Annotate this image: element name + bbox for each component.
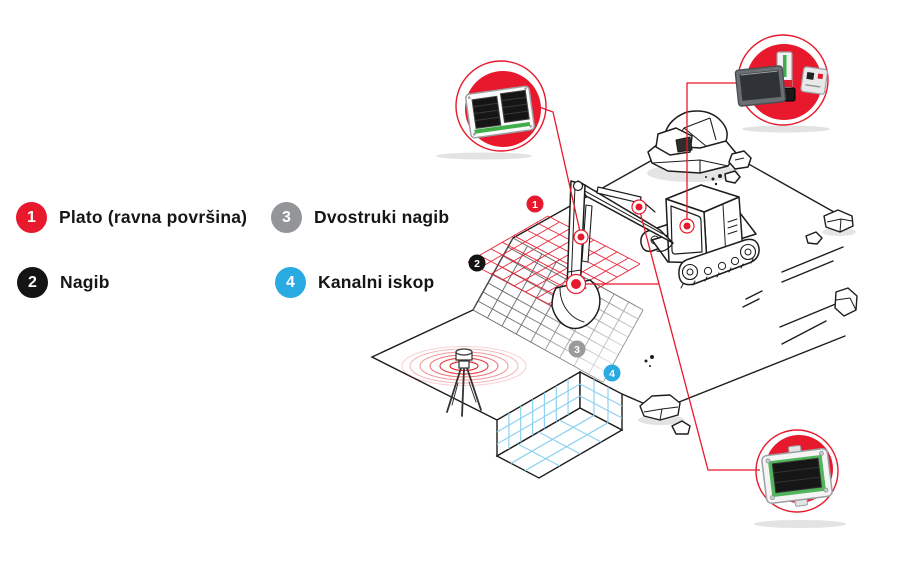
legend-badge-3: 3 <box>271 202 302 233</box>
legend-badge-2: 2 <box>17 267 48 298</box>
legend-label-nagib: Nagib <box>60 272 110 292</box>
callout-dual-laser-receiver <box>436 60 547 160</box>
rotating-laser-tripod-icon <box>446 348 482 417</box>
svg-text:1: 1 <box>532 199 538 211</box>
legend-label-kanalni-iskop: Kanalni iskop <box>318 272 435 292</box>
rock-pile-icon <box>647 110 752 186</box>
marker-1: 1 <box>526 195 544 213</box>
marker-3: 3 <box>568 340 586 358</box>
diagram-markers: 1 2 3 4 <box>468 195 621 382</box>
junction-box-device-icon <box>800 66 829 95</box>
legend-item-plato: 1 Plato (ravna površina) <box>16 202 247 233</box>
callout-control-display <box>734 34 830 133</box>
excavator-icon <box>551 180 760 330</box>
legend-item-dvostruki-nagib: 3 Dvostruki nagib <box>271 202 449 233</box>
marker-2: 2 <box>468 254 486 272</box>
legend-item-kanalni-iskop: 4 Kanalni iskop <box>275 267 434 298</box>
callout-slope-sensor <box>754 429 846 528</box>
legend-item-nagib: 2 Nagib <box>17 267 110 298</box>
legend-badge-1: 1 <box>16 202 47 233</box>
slope-sensor-device-icon <box>761 445 833 507</box>
sensor-point-markers <box>565 199 695 295</box>
legend-label-plato: Plato (ravna površina) <box>59 207 248 227</box>
svg-text:2: 2 <box>474 258 480 270</box>
legend-badge-4: 4 <box>275 267 306 298</box>
rocks-icon <box>638 209 858 435</box>
machine-display-device-icon <box>734 65 787 107</box>
svg-text:3: 3 <box>574 344 580 356</box>
dual-laser-receiver-device-icon <box>465 85 535 139</box>
trench-grid <box>496 378 623 472</box>
marker-4: 4 <box>603 364 621 382</box>
legend-label-dvostruki-nagib: Dvostruki nagib <box>314 207 450 227</box>
trench <box>495 370 624 479</box>
svg-text:4: 4 <box>609 368 615 380</box>
